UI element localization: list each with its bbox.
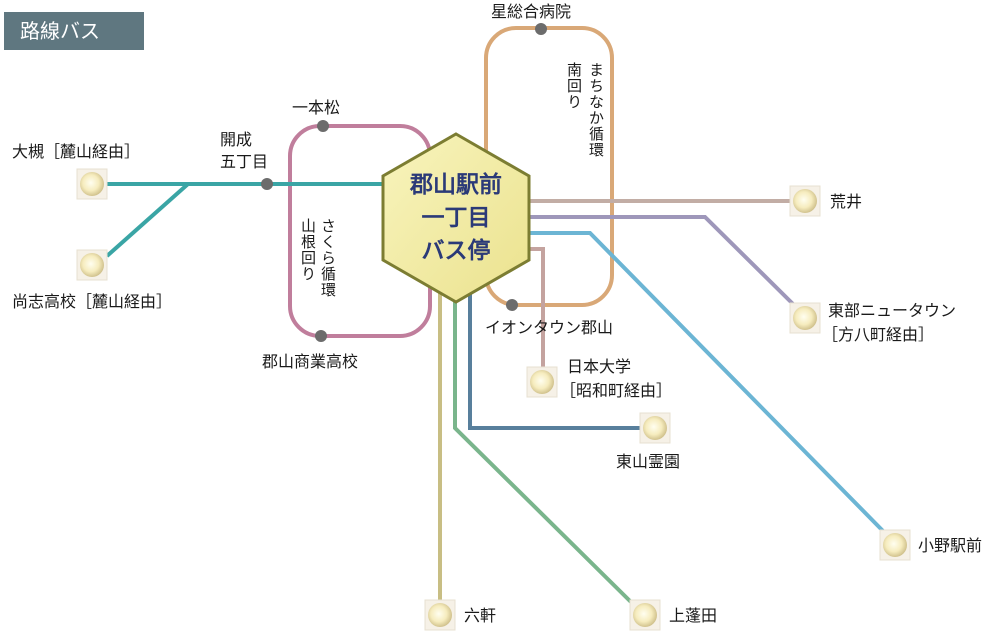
lamp-shoshi [76,249,108,281]
stop-label-arai: 荒井 [830,192,863,211]
stop-dot-shogyo [315,330,327,342]
lamp-ono [879,529,911,561]
stop-label-aeon: イオンタウン郡山 [485,318,614,337]
stop-label-kaisei-line2: 五丁目 [220,152,269,171]
stop-label-higashiyama: 東山霊園 [616,452,681,471]
hub-label-line1: 郡山駅前 [410,171,502,198]
stop-dot-ipponmatsu [317,120,329,132]
stop-label-nihon-line1: 日本大学 [567,357,632,376]
stop-dot-aeon [506,299,518,311]
stop-label-shogyo: 郡山商業高校 [262,352,359,371]
stop-label-ono: 小野駅前 [918,536,983,555]
stop-dot-hoshi [535,23,547,35]
stop-label-tobu-line1: 東部ニュータウン [828,301,957,320]
machinaka-loop-sublabel: 南回り [565,62,583,110]
stop-label-nihon-line2: ［昭和町経由］ [560,381,673,400]
stop-label-kamiyomogita: 上蓬田 [669,606,718,625]
stop-label-hoshi: 星総合病院 [491,2,572,21]
sakura-loop-label: さくら循環 [319,218,337,298]
stop-label-rokken: 六軒 [464,606,497,625]
hub-label-line2: 一丁目 [421,204,491,231]
west-line-shoshi [105,182,190,258]
lamp-rokken [424,599,456,631]
stop-dot-kaisei [261,178,273,190]
lamp-kamiyomogita [629,599,661,631]
sakura-loop-sublabel: 山根回り [299,218,317,282]
lamp-tobu [789,302,821,334]
lamp-nihon [526,366,558,398]
lamp-higashiyama [639,412,671,444]
machinaka-loop-label: まちなか循環 [587,62,605,158]
tobu-line [520,215,797,308]
stop-label-ipponmatsu: 一本松 [292,98,341,117]
kamiyomogita-line [453,285,636,607]
hub-hexagon [381,132,531,304]
lamp-ohtsuki [76,168,108,200]
hub-label: 郡山駅前 一丁目 バス停 [383,168,529,267]
hub-label-line3: バス停 [421,237,491,264]
stop-label-ohtsuki: 大槻［麓山経由］ [12,142,141,161]
ono-line [520,231,885,533]
higashiyama-line [468,280,643,430]
lamp-arai [789,185,821,217]
stop-label-tobu-line2: ［方八町経由］ [822,325,935,344]
section-title: 路線バス [4,12,144,50]
stop-label-kaisei-line1: 開成 [220,130,253,149]
stop-label-shoshi: 尚志高校［麓山経由］ [12,292,173,311]
